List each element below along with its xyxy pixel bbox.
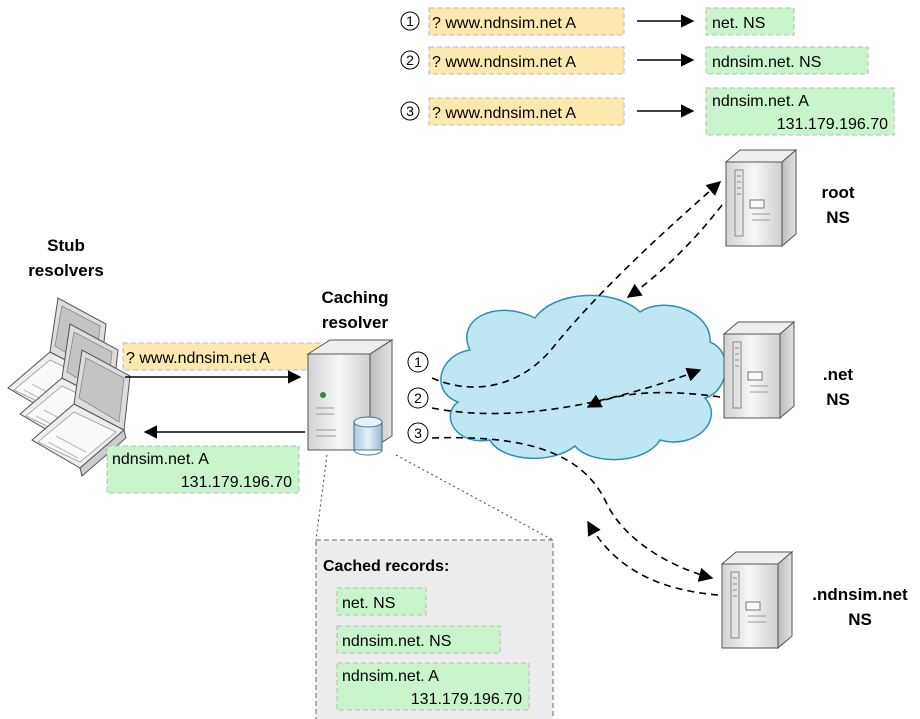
cache-callout: Cached records: net. NS ndnsim.net. NS n… bbox=[315, 454, 554, 719]
response-text: net. NS bbox=[712, 15, 765, 32]
server-icon bbox=[723, 321, 795, 419]
path-number: 2 bbox=[414, 390, 422, 406]
net-ns: .net NS bbox=[723, 321, 854, 419]
path-numbers: 1 2 3 bbox=[407, 351, 429, 444]
query-text: ? www.ndnsim.net A bbox=[432, 105, 576, 122]
cache-title: Cached records: bbox=[323, 558, 449, 575]
path-net-request bbox=[431, 367, 702, 415]
response-box bbox=[705, 46, 869, 75]
server-icon bbox=[725, 149, 797, 247]
path-ndnsim-response bbox=[587, 520, 719, 596]
cache-record-text: net. NS bbox=[342, 595, 395, 612]
cache-record-line1: ndnsim.net. A bbox=[342, 668, 439, 685]
ndnsim-ns-label-line2: NS bbox=[848, 610, 872, 629]
step-number-badge bbox=[400, 50, 420, 70]
root-ns: root NS bbox=[725, 149, 855, 247]
cache-record-box bbox=[336, 662, 530, 711]
stub-label-line2: resolvers bbox=[28, 261, 104, 280]
cache-record-box bbox=[336, 625, 501, 654]
ndnsim-ns-label-line1: .ndnsim.net bbox=[812, 585, 908, 604]
cache-record-box bbox=[336, 587, 427, 616]
path-number: 3 bbox=[414, 425, 422, 441]
query-steps: 1 ? www.ndnsim.net A net. NS 2 ? www.ndn… bbox=[400, 7, 895, 136]
client-query-text: ? www.ndnsim.net A bbox=[126, 350, 270, 367]
cache-record-text: ndnsim.net. NS bbox=[342, 633, 451, 650]
step-number: 1 bbox=[406, 13, 414, 29]
response-text-line1: ndnsim.net. A bbox=[712, 93, 809, 110]
caching-label-line2: resolver bbox=[322, 313, 389, 332]
query-step-2: 2 ? www.ndnsim.net A ndnsim.net. NS bbox=[400, 46, 869, 75]
step-number-badge bbox=[400, 101, 420, 121]
database-icon bbox=[353, 416, 383, 456]
path-ndnsim-request bbox=[431, 436, 714, 582]
server-icon bbox=[721, 551, 793, 649]
query-box bbox=[428, 97, 625, 126]
response-text: ndnsim.net. NS bbox=[712, 54, 821, 71]
path-root-request bbox=[431, 181, 722, 388]
dns-paths bbox=[431, 181, 723, 596]
response-text-line2: 131.179.196.70 bbox=[777, 116, 888, 133]
cache-record-line2: 131.179.196.70 bbox=[411, 691, 522, 708]
step-number: 2 bbox=[406, 52, 414, 68]
response-box bbox=[705, 87, 895, 136]
root-ns-label-line1: root bbox=[821, 183, 854, 202]
client-answer-line2: 131.179.196.70 bbox=[181, 474, 292, 491]
step-number-badge bbox=[400, 11, 420, 31]
caching-resolver: Caching resolver bbox=[306, 288, 394, 456]
net-ns-label-line2: NS bbox=[826, 390, 850, 409]
path-net-response bbox=[586, 391, 721, 408]
internet-cloud bbox=[440, 294, 727, 461]
query-box bbox=[428, 46, 625, 75]
client-query-box bbox=[122, 342, 322, 371]
query-text: ? www.ndnsim.net A bbox=[432, 15, 576, 32]
query-text: ? www.ndnsim.net A bbox=[432, 54, 576, 71]
step-number: 3 bbox=[406, 103, 414, 119]
query-step-1: 1 ? www.ndnsim.net A net. NS bbox=[400, 7, 795, 36]
client-answer-line1: ndnsim.net. A bbox=[112, 451, 209, 468]
ndnsim-ns: .ndnsim.net NS bbox=[721, 551, 908, 649]
query-step-3: 3 ? www.ndnsim.net A ndnsim.net. A 131.1… bbox=[400, 87, 895, 136]
path-root-response bbox=[626, 204, 723, 298]
caching-label-line1: Caching bbox=[321, 288, 388, 307]
path-number: 1 bbox=[414, 354, 422, 370]
root-ns-label-line2: NS bbox=[826, 208, 850, 227]
stub-label-line1: Stub bbox=[47, 236, 85, 255]
net-ns-label-line1: .net bbox=[823, 365, 854, 384]
response-box bbox=[705, 7, 795, 36]
client-answer-box bbox=[106, 445, 300, 494]
query-box bbox=[428, 7, 625, 36]
stub-resolvers: Stub resolvers bbox=[7, 236, 131, 477]
